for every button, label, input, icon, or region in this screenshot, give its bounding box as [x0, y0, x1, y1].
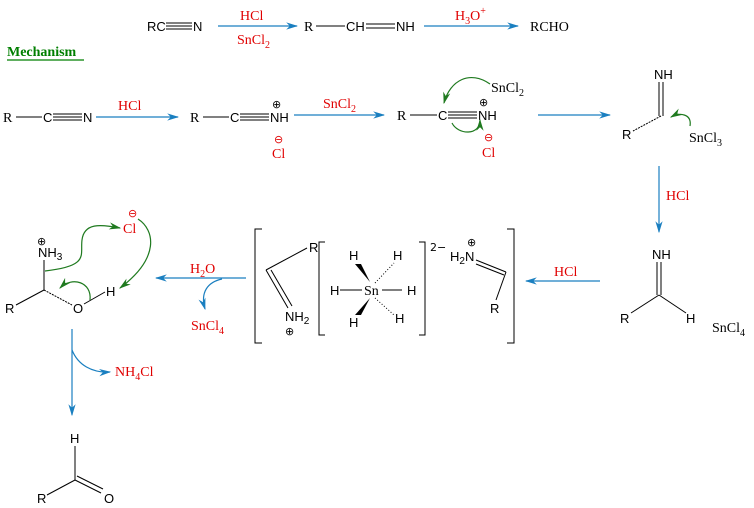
- overview-intermediate-nh: NH: [396, 19, 415, 34]
- atom-c: C: [438, 108, 447, 123]
- tin-hydride-complex: R NH2 ⊕ 2− Sn H H H H H H H2N ⊕ R: [254, 228, 515, 344]
- atom-r: R: [622, 127, 631, 142]
- curly-arrow-sncl3: [669, 108, 691, 127]
- overview-reactant-n: N: [193, 19, 202, 34]
- triple-bond: [166, 22, 192, 30]
- curly-arrow-sncl2: [443, 76, 491, 105]
- atom-r: R: [397, 109, 407, 124]
- atom-n: N: [83, 110, 92, 125]
- wedge-bond: [355, 298, 370, 315]
- sncl2-nucleophile: SnCl2: [491, 81, 524, 99]
- atom-h: H: [393, 248, 402, 263]
- arrow-sncl4-release: [198, 278, 223, 311]
- atom-r: R: [620, 311, 629, 326]
- negative-charge: ⊖: [128, 207, 137, 220]
- atom-r: R: [37, 491, 46, 506]
- nitrilium-sncl2-attack: R C NH ⊕ ⊖ Cl SnCl2: [397, 76, 524, 161]
- chloride-ion: Cl: [123, 222, 136, 237]
- byproduct-nh4cl: NH4Cl: [115, 365, 154, 383]
- overview-reactant: RC: [147, 19, 166, 34]
- aldehyde-product: H R O: [37, 431, 114, 506]
- negative-charge: ⊖: [274, 133, 283, 146]
- aldimine: NH R H SnCl4: [620, 247, 745, 339]
- positive-charge: ⊕: [37, 235, 46, 248]
- atom-r: R: [190, 111, 200, 126]
- mechanism-heading: Mechanism: [7, 45, 77, 60]
- overview-reagent-h3o: H3O+: [455, 6, 486, 27]
- outer-bracket-right: [507, 228, 515, 344]
- reagent-h2o: H2O: [190, 262, 215, 280]
- nh2-left: NH2: [285, 309, 310, 327]
- overview-reagent-sncl2: SnCl2: [237, 33, 270, 51]
- overview-equation: RC N HCl SnCl2 R CH NH H3O+ RCHO: [147, 6, 569, 51]
- atom-h: H: [70, 431, 79, 446]
- curly-arrow-bond: [451, 118, 484, 133]
- overview-intermediate-r: R: [304, 20, 314, 35]
- atom-h: H: [407, 283, 416, 298]
- negative-charge: ⊖: [484, 131, 493, 144]
- positive-charge: ⊕: [479, 96, 488, 109]
- reagent-sncl2: SnCl2: [323, 97, 356, 115]
- atom-r: R: [3, 111, 13, 126]
- arrow-nh4cl-release: [71, 349, 112, 377]
- imine-sncl3-adduct: NH R SnCl3: [622, 67, 722, 149]
- reagent-hcl-1: HCl: [118, 99, 141, 114]
- nitrile: R C N: [3, 110, 92, 126]
- outer-bracket-left: [254, 228, 262, 344]
- atom-h: H: [106, 284, 115, 299]
- atom-r: R: [5, 301, 14, 316]
- complex-charge: 2−: [430, 241, 446, 254]
- positive-charge-left: ⊕: [285, 325, 294, 338]
- inner-bracket-left: [318, 241, 325, 336]
- atom-c: C: [43, 110, 52, 125]
- atom-h: H: [686, 311, 695, 326]
- wedge-bond: [355, 264, 370, 282]
- reagent-hcl-2: HCl: [666, 189, 689, 204]
- reagent-hcl-3: HCl: [554, 265, 577, 280]
- curly-arrow-cn-bond: [44, 222, 122, 272]
- atom-nh: NH: [478, 108, 497, 123]
- byproduct-sncl4: SnCl4: [191, 319, 224, 337]
- h2n-right: H2N: [450, 249, 474, 267]
- atom-h: H: [395, 311, 404, 326]
- inner-bracket-right: [419, 241, 426, 336]
- atom-h: H: [330, 283, 339, 298]
- chloride-ion: Cl: [482, 146, 495, 161]
- atom-nh: NH: [652, 247, 671, 262]
- positive-charge: ⊕: [272, 98, 281, 111]
- nh3-group: NH3: [38, 245, 63, 263]
- overview-intermediate-ch: CH: [346, 19, 365, 34]
- atom-o: O: [73, 301, 83, 316]
- overview-product: RCHO: [530, 20, 569, 35]
- atom-c: C: [230, 110, 239, 125]
- nitrilium-salt: R C NH ⊕ ⊖ Cl: [190, 98, 289, 162]
- atom-sn: Sn: [364, 284, 379, 299]
- atom-r-left: R: [309, 240, 318, 255]
- atom-nh: NH: [270, 110, 289, 125]
- positive-charge-right: ⊕: [467, 236, 476, 249]
- chloride-ion: Cl: [272, 147, 285, 162]
- hemiaminal-intermediate: ⊕ NH3 R O H ⊖ Cl: [5, 207, 152, 316]
- atom-r-right: R: [490, 301, 499, 316]
- atom-nh: NH: [654, 67, 673, 82]
- curly-arrow-oxygen: [59, 277, 91, 301]
- sncl4-byproduct: SnCl4: [712, 321, 745, 339]
- overview-reagent-hcl: HCl: [240, 9, 263, 24]
- curly-arrow-cl-to-h: [119, 218, 152, 289]
- atom-h: H: [349, 248, 358, 263]
- atom-h: H: [349, 315, 358, 330]
- atom-o: O: [104, 491, 114, 506]
- sncl3-group: SnCl3: [689, 131, 722, 149]
